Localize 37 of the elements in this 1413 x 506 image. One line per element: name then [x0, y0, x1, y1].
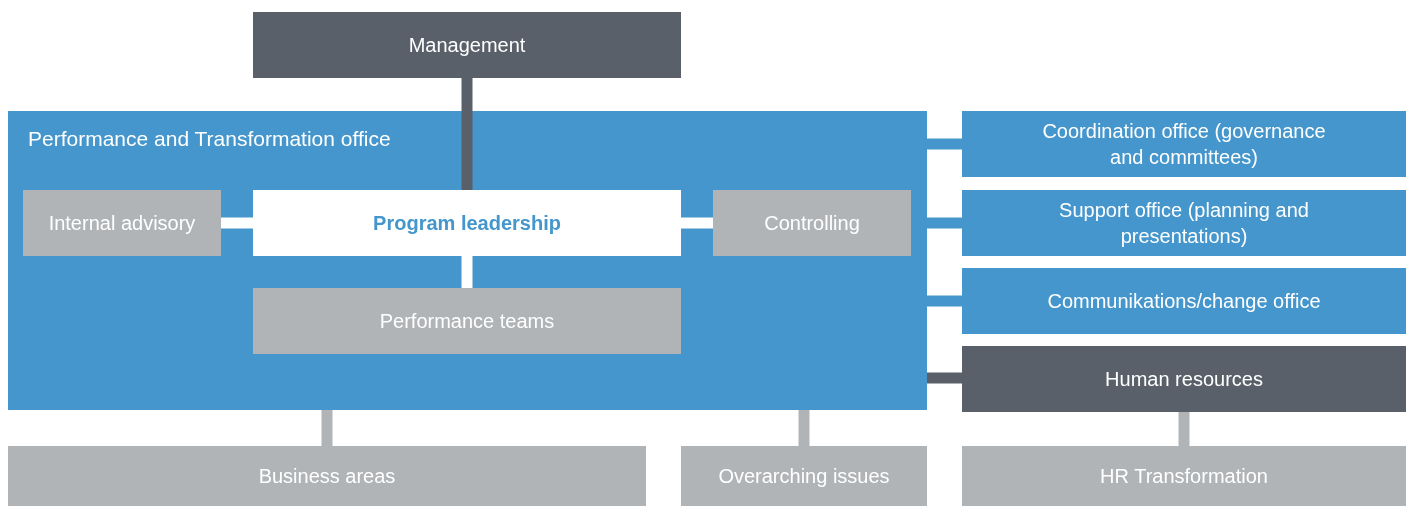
dark-box	[962, 346, 1406, 412]
unit-box	[8, 446, 646, 506]
box-label: Controlling	[763, 211, 861, 236]
connector-line	[461, 256, 473, 288]
unit-box	[23, 190, 221, 256]
box-label: Management	[407, 33, 527, 58]
unit-box	[713, 190, 911, 256]
connector-line	[927, 217, 962, 229]
box-label: Coordination office (governance and committees)	[1041, 119, 1327, 170]
box-label: Business areas	[257, 464, 397, 489]
connector-line	[927, 138, 962, 150]
unit-box	[681, 446, 927, 506]
unit-box	[253, 288, 681, 354]
box-label: Communikations/change office	[1047, 289, 1321, 314]
box-label: Overarching issues	[717, 464, 891, 489]
connector-line	[927, 295, 962, 307]
office-box	[962, 190, 1406, 256]
connector-line	[461, 78, 473, 190]
connector-line	[221, 217, 253, 229]
connector-line	[321, 410, 333, 446]
office-box	[962, 111, 1406, 177]
dark-box	[253, 12, 681, 78]
office-panel	[8, 111, 927, 410]
box-label: Human resources	[1104, 367, 1264, 392]
box-label: Program leadership	[372, 211, 562, 236]
unit-box	[962, 446, 1406, 506]
connector-line	[1178, 412, 1190, 446]
leadership-box	[253, 190, 681, 256]
connector-line	[927, 372, 962, 384]
connector-line	[798, 410, 810, 446]
office-box	[962, 268, 1406, 334]
connector-line	[681, 217, 713, 229]
box-label: Performance teams	[378, 309, 556, 334]
panel-title: Performance and Transformation office	[28, 126, 391, 152]
box-label: Internal advisory	[47, 211, 197, 236]
box-label: Support office (planning and presentations)	[1058, 198, 1310, 249]
box-label: HR Transformation	[1099, 464, 1269, 489]
